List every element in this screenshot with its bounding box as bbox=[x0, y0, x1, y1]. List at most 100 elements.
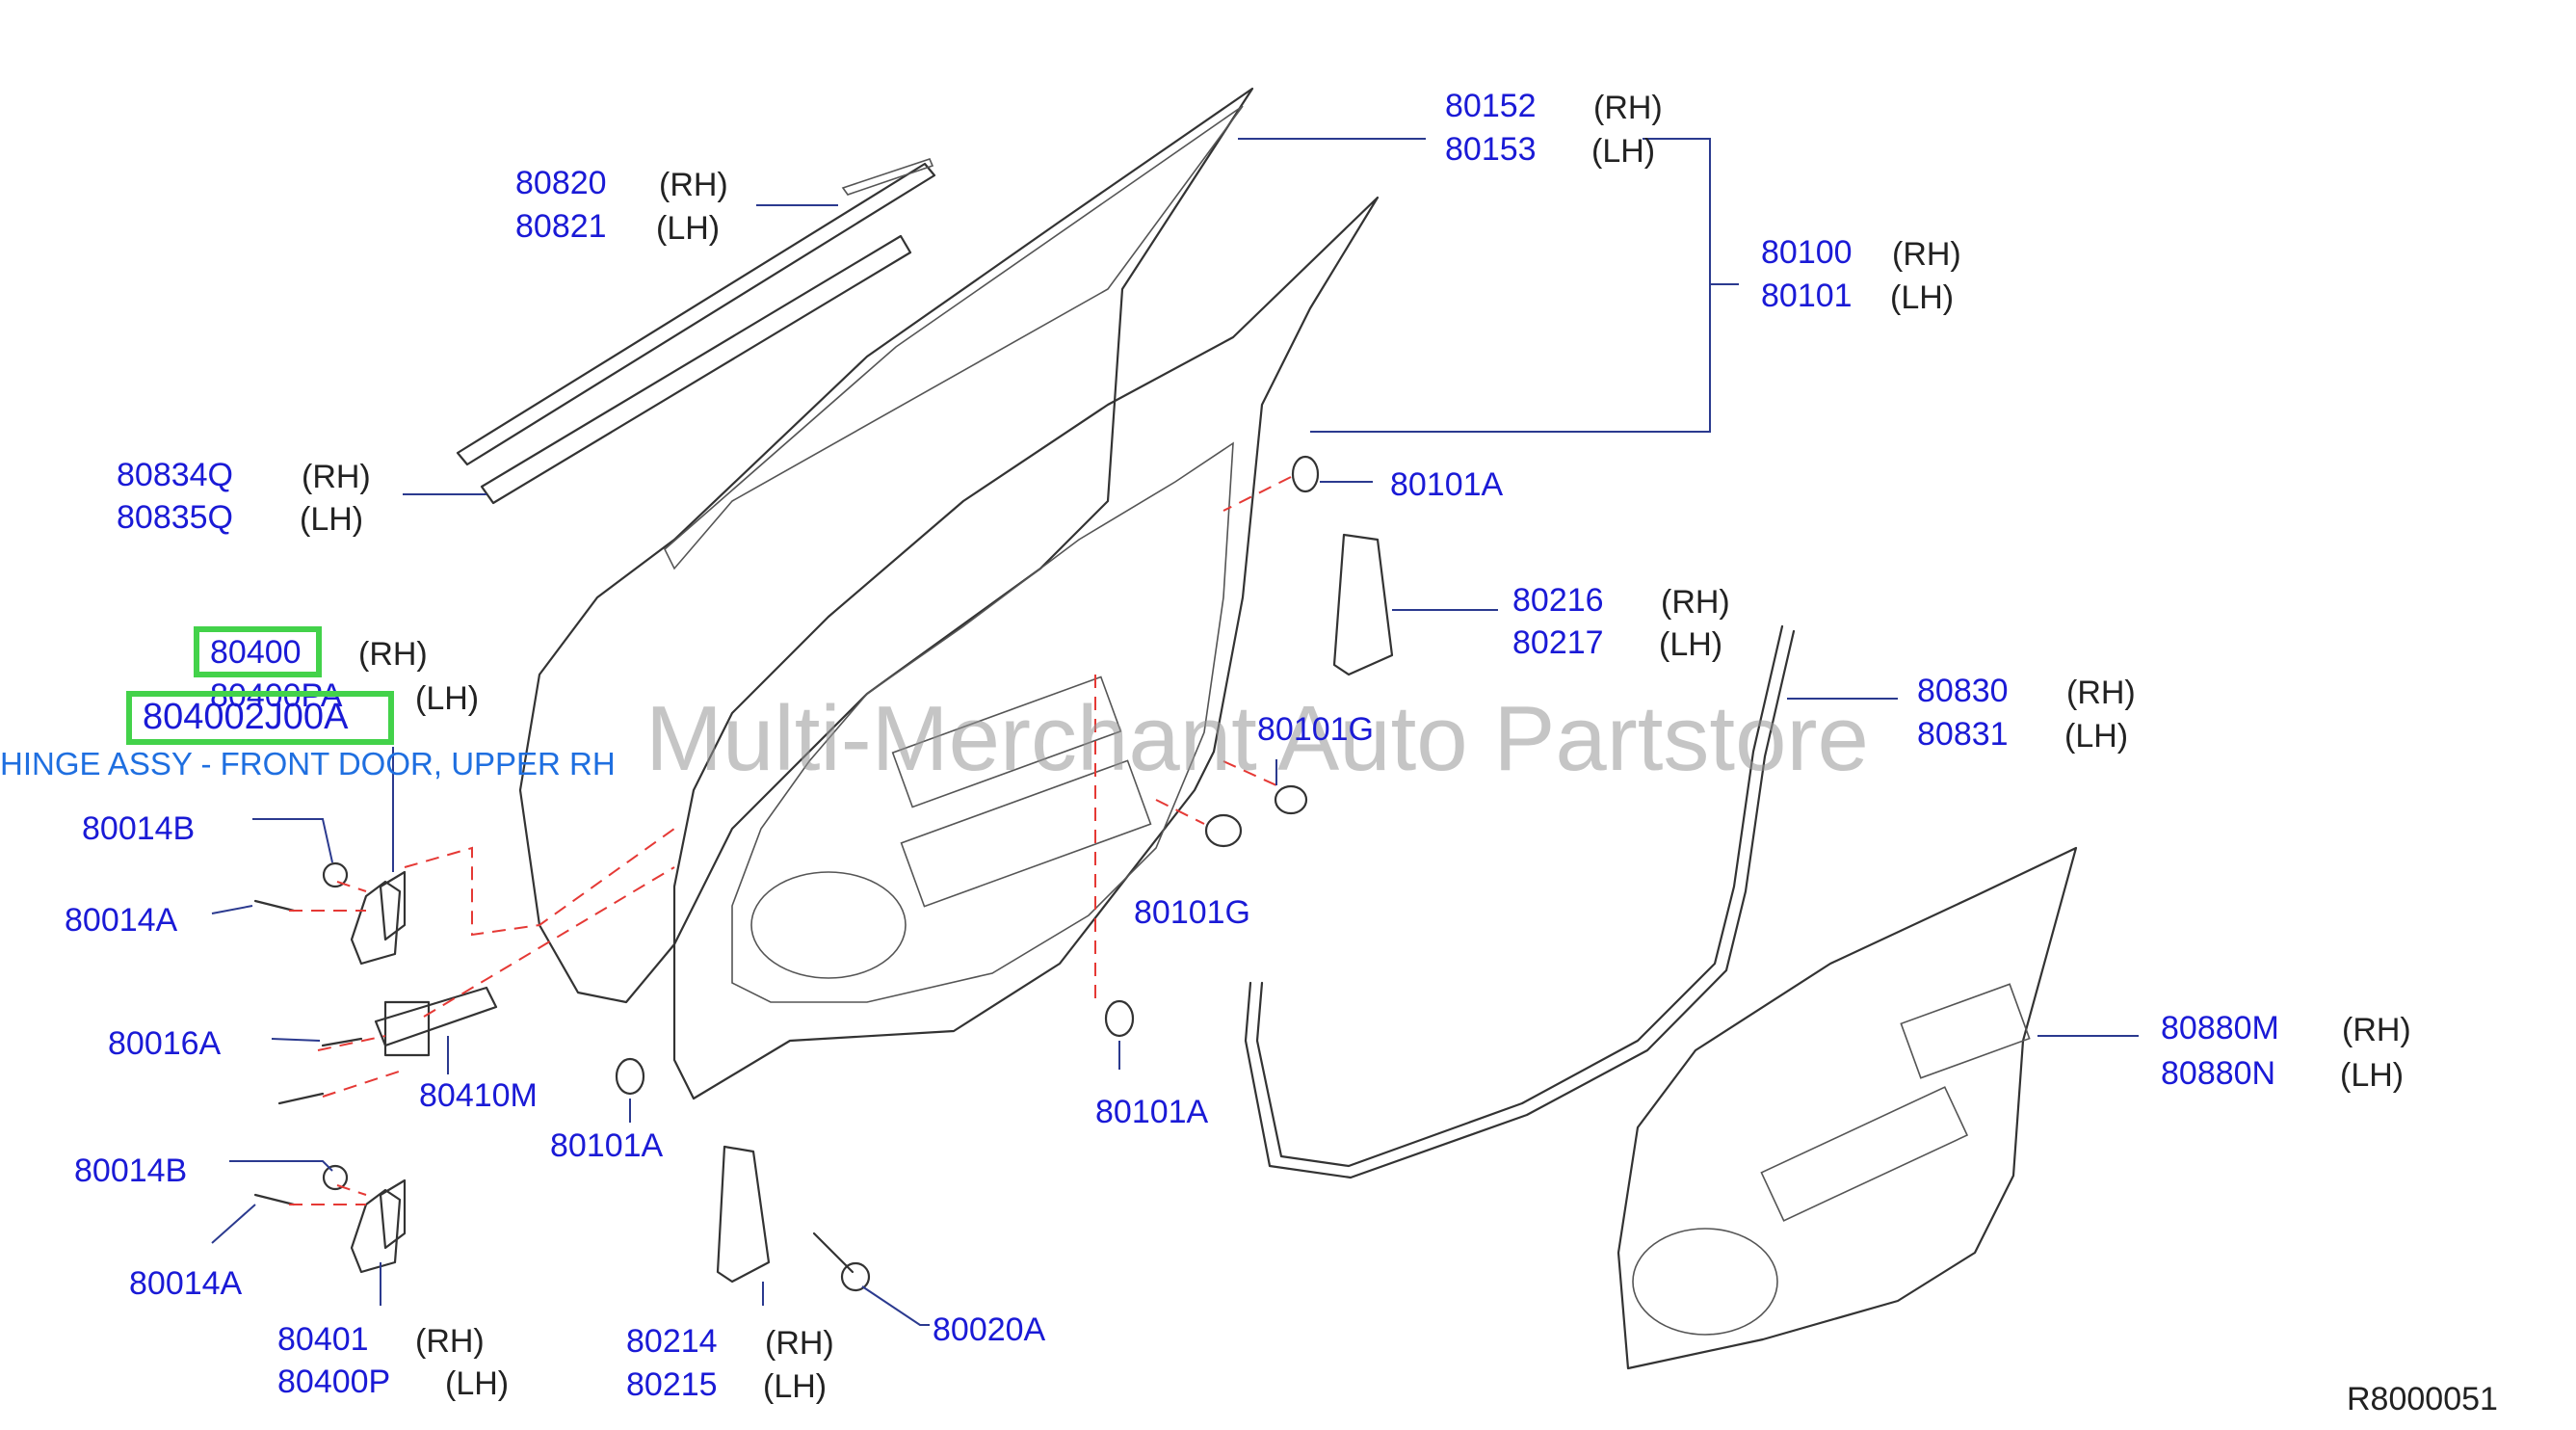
inner-molding bbox=[480, 234, 912, 505]
callout-80217[interactable]: 80217 bbox=[1512, 624, 1604, 661]
grommet-80101g-1 bbox=[1274, 784, 1308, 815]
inner-opening-2 bbox=[900, 759, 1152, 908]
callout-80214-side: (RH) bbox=[765, 1325, 834, 1362]
callout-80401-side: (RH) bbox=[415, 1323, 485, 1360]
bracket-80214 bbox=[716, 1145, 771, 1284]
bracket-80216 bbox=[1332, 533, 1394, 676]
bolt-80014a-2 bbox=[253, 1193, 296, 1206]
callout-80834q[interactable]: 80834Q bbox=[117, 457, 233, 493]
top-molding-strip bbox=[841, 158, 934, 196]
lower-hinge-bracket bbox=[379, 1178, 407, 1250]
callout-80215-side: (LH) bbox=[763, 1368, 828, 1405]
selected-part-description: HINGE ASSY - FRONT DOOR, UPPER RH bbox=[0, 746, 616, 781]
callout-80016a[interactable]: 80016A bbox=[108, 1025, 222, 1062]
leader-80016a bbox=[271, 1038, 321, 1042]
callout-80153-side: (LH) bbox=[1591, 133, 1656, 170]
callout-80014a-1[interactable]: 80014A bbox=[65, 902, 178, 939]
bolt-80014a-1 bbox=[253, 899, 296, 913]
trim-panel-80880 bbox=[1617, 846, 2078, 1370]
callout-80880m-side: (RH) bbox=[2342, 1012, 2411, 1048]
bolt-80020a-head bbox=[840, 1261, 871, 1292]
trim-speaker bbox=[1632, 1228, 1778, 1336]
callout-80215[interactable]: 80215 bbox=[626, 1366, 718, 1403]
callout-80152-side: (RH) bbox=[1593, 90, 1663, 126]
trim-handle bbox=[1900, 983, 2031, 1079]
leader-80100-bracket bbox=[1310, 138, 1739, 433]
upper-hinge-shape bbox=[350, 880, 402, 966]
callout-80821[interactable]: 80821 bbox=[515, 208, 607, 245]
callout-80217-side: (LH) bbox=[1659, 626, 1723, 663]
callout-80880n[interactable]: 80880N bbox=[2161, 1055, 2276, 1092]
callout-80401[interactable]: 80401 bbox=[277, 1321, 369, 1358]
dash-grommet bbox=[1155, 760, 1277, 825]
callout-80831-side: (LH) bbox=[2064, 718, 2129, 755]
callout-80820-side: (RH) bbox=[659, 167, 728, 203]
callout-80831[interactable]: 80831 bbox=[1917, 716, 2009, 753]
bolt-80016a-1 bbox=[321, 1037, 363, 1047]
callout-80101a-mid[interactable]: 80101A bbox=[1095, 1094, 1209, 1130]
upper-hinge-bracket bbox=[379, 870, 407, 941]
leader-80014b-1 bbox=[252, 818, 333, 863]
plug-80101a-top bbox=[1291, 455, 1320, 493]
callout-80880n-side: (LH) bbox=[2340, 1057, 2405, 1094]
nut-80014b-2 bbox=[322, 1164, 349, 1191]
dash-lower-hinge bbox=[289, 1184, 367, 1205]
inner-opening-1 bbox=[891, 675, 1122, 808]
alt-part-side: (LH) bbox=[415, 680, 480, 717]
callout-80101a-top[interactable]: 80101A bbox=[1390, 466, 1504, 503]
callout-80014b-2[interactable]: 80014B bbox=[74, 1152, 188, 1189]
watermark: Multi-Merchant Auto Partstore bbox=[645, 687, 1869, 790]
plug-80101a-mid bbox=[1104, 999, 1135, 1038]
callout-80014b-1[interactable]: 80014B bbox=[82, 810, 196, 847]
callout-80214[interactable]: 80214 bbox=[626, 1323, 718, 1360]
callout-80152[interactable]: 80152 bbox=[1445, 88, 1537, 124]
callout-80880m[interactable]: 80880M bbox=[2161, 1010, 2279, 1046]
selected-part-side: (RH) bbox=[358, 636, 428, 673]
dash-upper-hinge bbox=[289, 828, 675, 937]
door-window-glass bbox=[664, 105, 1244, 570]
callout-80821-side: (LH) bbox=[656, 210, 721, 247]
callout-80835q[interactable]: 80835Q bbox=[117, 499, 233, 536]
lower-hinge-shape bbox=[350, 1188, 402, 1274]
callout-80400p[interactable]: 80400P bbox=[277, 1364, 391, 1400]
selected-part-number[interactable]: 80400 bbox=[210, 634, 302, 671]
door-outer-panel bbox=[518, 87, 1254, 1004]
callout-80153[interactable]: 80153 bbox=[1445, 131, 1537, 168]
door-inner-frame bbox=[672, 196, 1380, 1100]
door-check bbox=[374, 986, 498, 1047]
callout-80101g-2[interactable]: 80101G bbox=[1134, 894, 1250, 931]
nut-80014b-1 bbox=[322, 861, 349, 888]
callout-80820[interactable]: 80820 bbox=[515, 165, 607, 201]
callout-80101-side: (LH) bbox=[1890, 279, 1955, 316]
callout-80410m[interactable]: 80410M bbox=[419, 1077, 538, 1114]
dash-plug-top bbox=[1222, 476, 1292, 512]
bolt-80016a-2 bbox=[277, 1092, 325, 1105]
full-part-number[interactable]: 804002J00A bbox=[143, 697, 349, 737]
callout-80101[interactable]: 80101 bbox=[1761, 278, 1853, 314]
callout-80014a-2[interactable]: 80014A bbox=[129, 1265, 243, 1302]
selected-part-highlight[interactable] bbox=[194, 626, 322, 677]
trim-armrest bbox=[1760, 1086, 1969, 1222]
callout-80101g-1[interactable]: 80101G bbox=[1257, 711, 1374, 748]
callout-80101a-left[interactable]: 80101A bbox=[550, 1127, 664, 1164]
bolt-80020a bbox=[812, 1231, 854, 1274]
leader-80020a bbox=[861, 1285, 930, 1326]
callout-80216[interactable]: 80216 bbox=[1512, 582, 1604, 619]
leader-80014a-1 bbox=[211, 905, 253, 914]
callout-80835q-side: (LH) bbox=[300, 501, 364, 538]
callout-80100-side: (RH) bbox=[1892, 236, 1961, 273]
door-inner-panel bbox=[731, 441, 1234, 1003]
door-check-block bbox=[383, 1000, 431, 1057]
callout-80020a[interactable]: 80020A bbox=[933, 1311, 1046, 1348]
full-part-number-highlight[interactable] bbox=[126, 691, 394, 745]
callout-80216-side: (RH) bbox=[1661, 584, 1730, 621]
grommet-80101g-2 bbox=[1204, 813, 1243, 848]
dash-check bbox=[317, 866, 675, 1098]
plug-80101a-left bbox=[615, 1057, 645, 1096]
callout-80834q-side: (RH) bbox=[302, 459, 371, 495]
callout-80400p-side: (LH) bbox=[445, 1365, 510, 1402]
callout-80830[interactable]: 80830 bbox=[1917, 673, 2009, 709]
callout-80100[interactable]: 80100 bbox=[1761, 234, 1853, 271]
weatherstrip-80830 bbox=[1244, 624, 1796, 1179]
